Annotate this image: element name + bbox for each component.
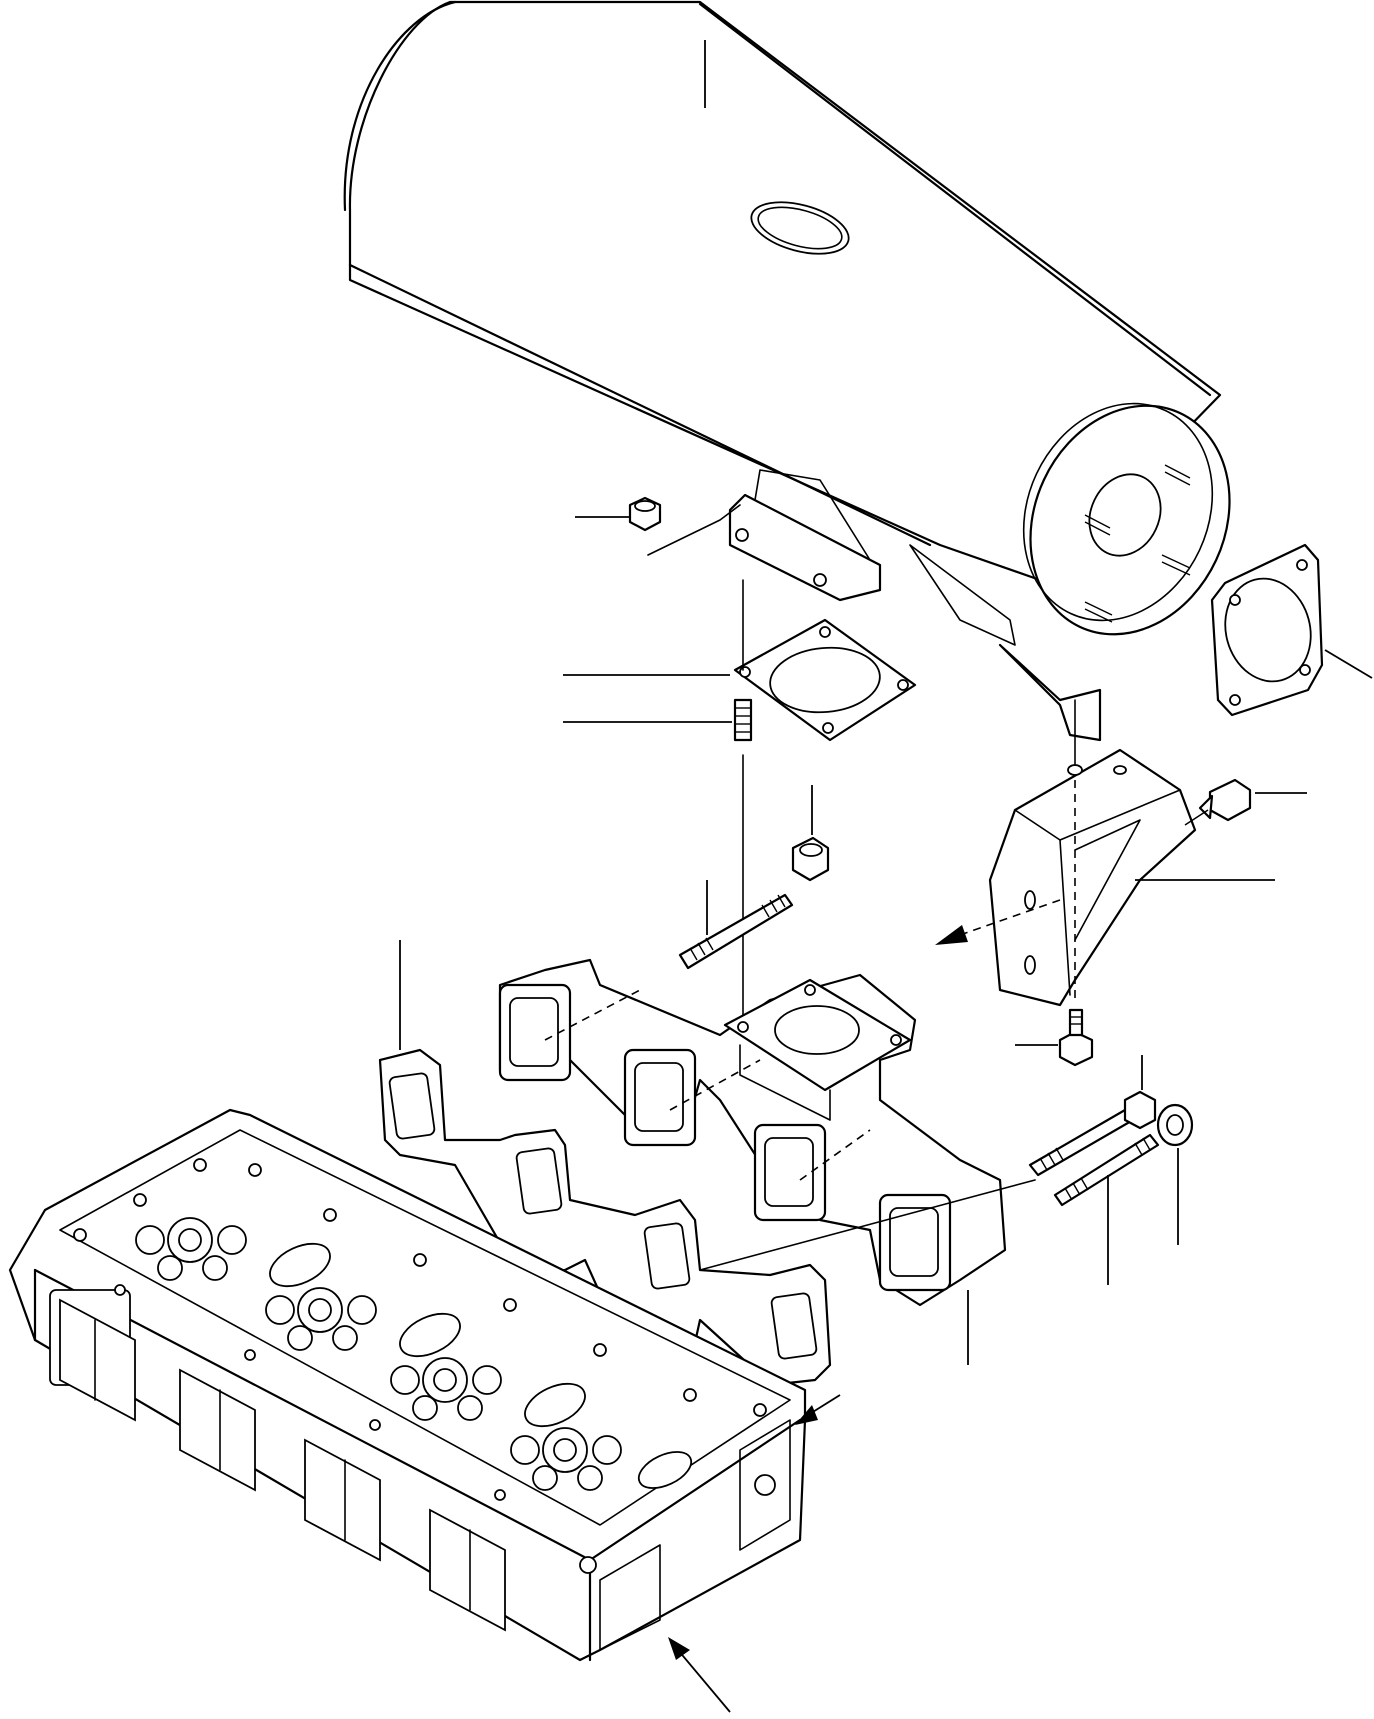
- cylinder-head: [8, 1108, 807, 1662]
- muffler-top-ring: [750, 201, 850, 255]
- muffler-end-cap-rim: [1022, 402, 1214, 622]
- side-port-3: [304, 1438, 381, 1562]
- muffler-flange-nut: [628, 496, 662, 532]
- stud-short: [733, 698, 753, 742]
- head-gasket-surface: [59, 1129, 791, 1526]
- arrow-left-icon: [935, 925, 968, 945]
- valve-cluster-4: [510, 1427, 693, 1491]
- leader-head-arrow-bottom: [677, 1649, 731, 1713]
- muffler-bottom-edge: [348, 263, 932, 547]
- manifold-outlet-gasket: [733, 618, 917, 742]
- end-cap-studs: [1084, 464, 1191, 623]
- muffler-outlet-hole: [1088, 473, 1162, 557]
- muffler-rear-end: [343, 0, 457, 212]
- bracket-direction-line: [959, 899, 1061, 936]
- head-bolt-holes: [73, 1158, 767, 1501]
- bracket-bolt-lower: [1058, 1008, 1094, 1067]
- manifold-nut: [791, 836, 830, 882]
- valve-cluster-2: [265, 1287, 461, 1358]
- head-end-port: [739, 1419, 791, 1551]
- manifold-bolt: [1028, 1090, 1157, 1177]
- leader-muffler-outlet-gasket: [1324, 649, 1373, 679]
- bracket-bolt-upper: [1184, 778, 1252, 826]
- assembly-line-bolt: [699, 1179, 1036, 1271]
- arrow-head-right-icon: [795, 1405, 818, 1425]
- muffler-body: [348, 0, 1222, 582]
- valve-cluster-1: [135, 1217, 331, 1288]
- side-port-2: [179, 1368, 256, 1492]
- valve-cluster-3: [390, 1357, 586, 1428]
- muffler-outlet-gasket: [1210, 543, 1324, 717]
- manifold-long-bolt: [1053, 1133, 1160, 1207]
- muffler-top-edge: [698, 2, 1212, 397]
- muffler-bracket-tab: [998, 643, 1102, 742]
- arrow-head-bottom-icon: [668, 1637, 690, 1660]
- muffler-bracket: [988, 748, 1197, 1007]
- side-port-4: [429, 1508, 506, 1632]
- muffler: [343, 0, 1231, 742]
- muffler-inlet-flange: [728, 493, 882, 602]
- manifold-stud: [678, 893, 794, 970]
- leader-nut-path: [647, 504, 741, 556]
- exhaust-manifold: [498, 958, 1007, 1307]
- manifold-washer: [1156, 1103, 1194, 1147]
- side-port-1: [59, 1298, 136, 1422]
